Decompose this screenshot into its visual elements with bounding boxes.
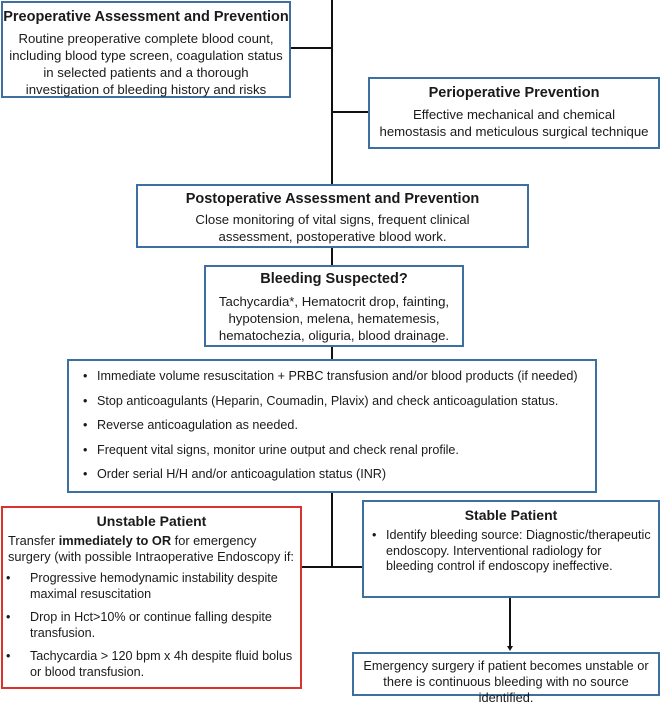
bullet-icon: • bbox=[6, 610, 11, 624]
list-item: •Progressive hemodynamic instability des… bbox=[6, 571, 278, 601]
emergency-surgery-box: Emergency surgery if patient becomes uns… bbox=[352, 652, 660, 705]
preop-connector bbox=[291, 47, 332, 49]
unstable-intro-emphasis: immediately to OR bbox=[58, 533, 172, 548]
unstable-patient-box: Unstable Patient Transfer immediately to… bbox=[1, 506, 302, 689]
actions-box: •Immediate volume resuscitation + PRBC t… bbox=[67, 359, 597, 493]
actions-to-split-connector bbox=[331, 493, 333, 567]
preop-box: Preoperative Assessment and Prevention R… bbox=[1, 1, 291, 98]
unstable-title: Unstable Patient bbox=[96, 513, 207, 529]
stable-patient-box: Stable Patient •Identify bleeding source… bbox=[362, 500, 660, 598]
unstable-criteria-list: •Progressive hemodynamic instability des… bbox=[3, 565, 300, 680]
postop-to-bleeding-connector bbox=[331, 248, 333, 265]
postop-title: Postoperative Assessment and Prevention bbox=[185, 191, 480, 207]
split-horizontal-connector bbox=[302, 566, 362, 568]
preop-title: Preoperative Assessment and Prevention bbox=[3, 9, 289, 25]
stable-actions-list: •Identify bleeding source: Diagnostic/th… bbox=[364, 523, 658, 575]
bleeding-suspected-box: Bleeding Suspected? Tachycardia*, Hemato… bbox=[204, 265, 464, 347]
periop-title: Perioperative Prevention bbox=[428, 85, 600, 101]
list-item: •Frequent vital signs, monitor urine out… bbox=[83, 442, 459, 457]
list-item: •Identify bleeding source: Diagnostic/th… bbox=[372, 528, 651, 573]
stable-title: Stable Patient bbox=[464, 507, 558, 523]
list-item: •Reverse anticoagulation as needed. bbox=[83, 418, 298, 432]
main-vertical-connector bbox=[331, 0, 333, 185]
bleeding-to-actions-connector bbox=[331, 347, 333, 359]
bullet-icon: • bbox=[83, 442, 88, 457]
postop-text: Close monitoring of vital signs, frequen… bbox=[195, 212, 470, 244]
emergency-text: Emergency surgery if patient becomes uns… bbox=[363, 658, 649, 705]
bullet-icon: • bbox=[83, 418, 88, 432]
stable-to-emergency-connector bbox=[509, 598, 511, 648]
postop-box: Postoperative Assessment and Prevention … bbox=[136, 184, 529, 248]
periop-box: Perioperative Prevention Effective mecha… bbox=[368, 77, 660, 149]
list-item: •Drop in Hct>10% or continue falling des… bbox=[6, 610, 272, 640]
actions-list: •Immediate volume resuscitation + PRBC t… bbox=[69, 361, 595, 483]
bullet-icon: • bbox=[83, 467, 88, 481]
bullet-icon: • bbox=[83, 393, 88, 408]
stable-to-emergency-arrow-icon bbox=[507, 646, 513, 651]
preop-text: Routine preoperative complete blood coun… bbox=[9, 31, 283, 97]
bleeding-text: Tachycardia*, Hematocrit drop, fainting,… bbox=[218, 294, 450, 343]
list-item: •Stop anticoagulants (Heparin, Coumadin,… bbox=[83, 393, 559, 408]
list-item: •Order serial H/H and/or anticoagulation… bbox=[83, 467, 387, 481]
periop-connector bbox=[331, 111, 368, 113]
bullet-icon: • bbox=[6, 571, 11, 585]
list-item: •Tachycardia > 120 bpm x 4h despite flui… bbox=[6, 649, 293, 679]
bullet-icon: • bbox=[372, 528, 377, 542]
periop-text: Effective mechanical and chemical hemost… bbox=[379, 107, 649, 139]
bullet-icon: • bbox=[6, 649, 11, 663]
list-item: •Immediate volume resuscitation + PRBC t… bbox=[83, 369, 578, 383]
bullet-icon: • bbox=[83, 369, 88, 383]
bleeding-title: Bleeding Suspected? bbox=[260, 271, 408, 287]
unstable-intro: Transfer immediately to OR for emergency… bbox=[8, 533, 294, 564]
